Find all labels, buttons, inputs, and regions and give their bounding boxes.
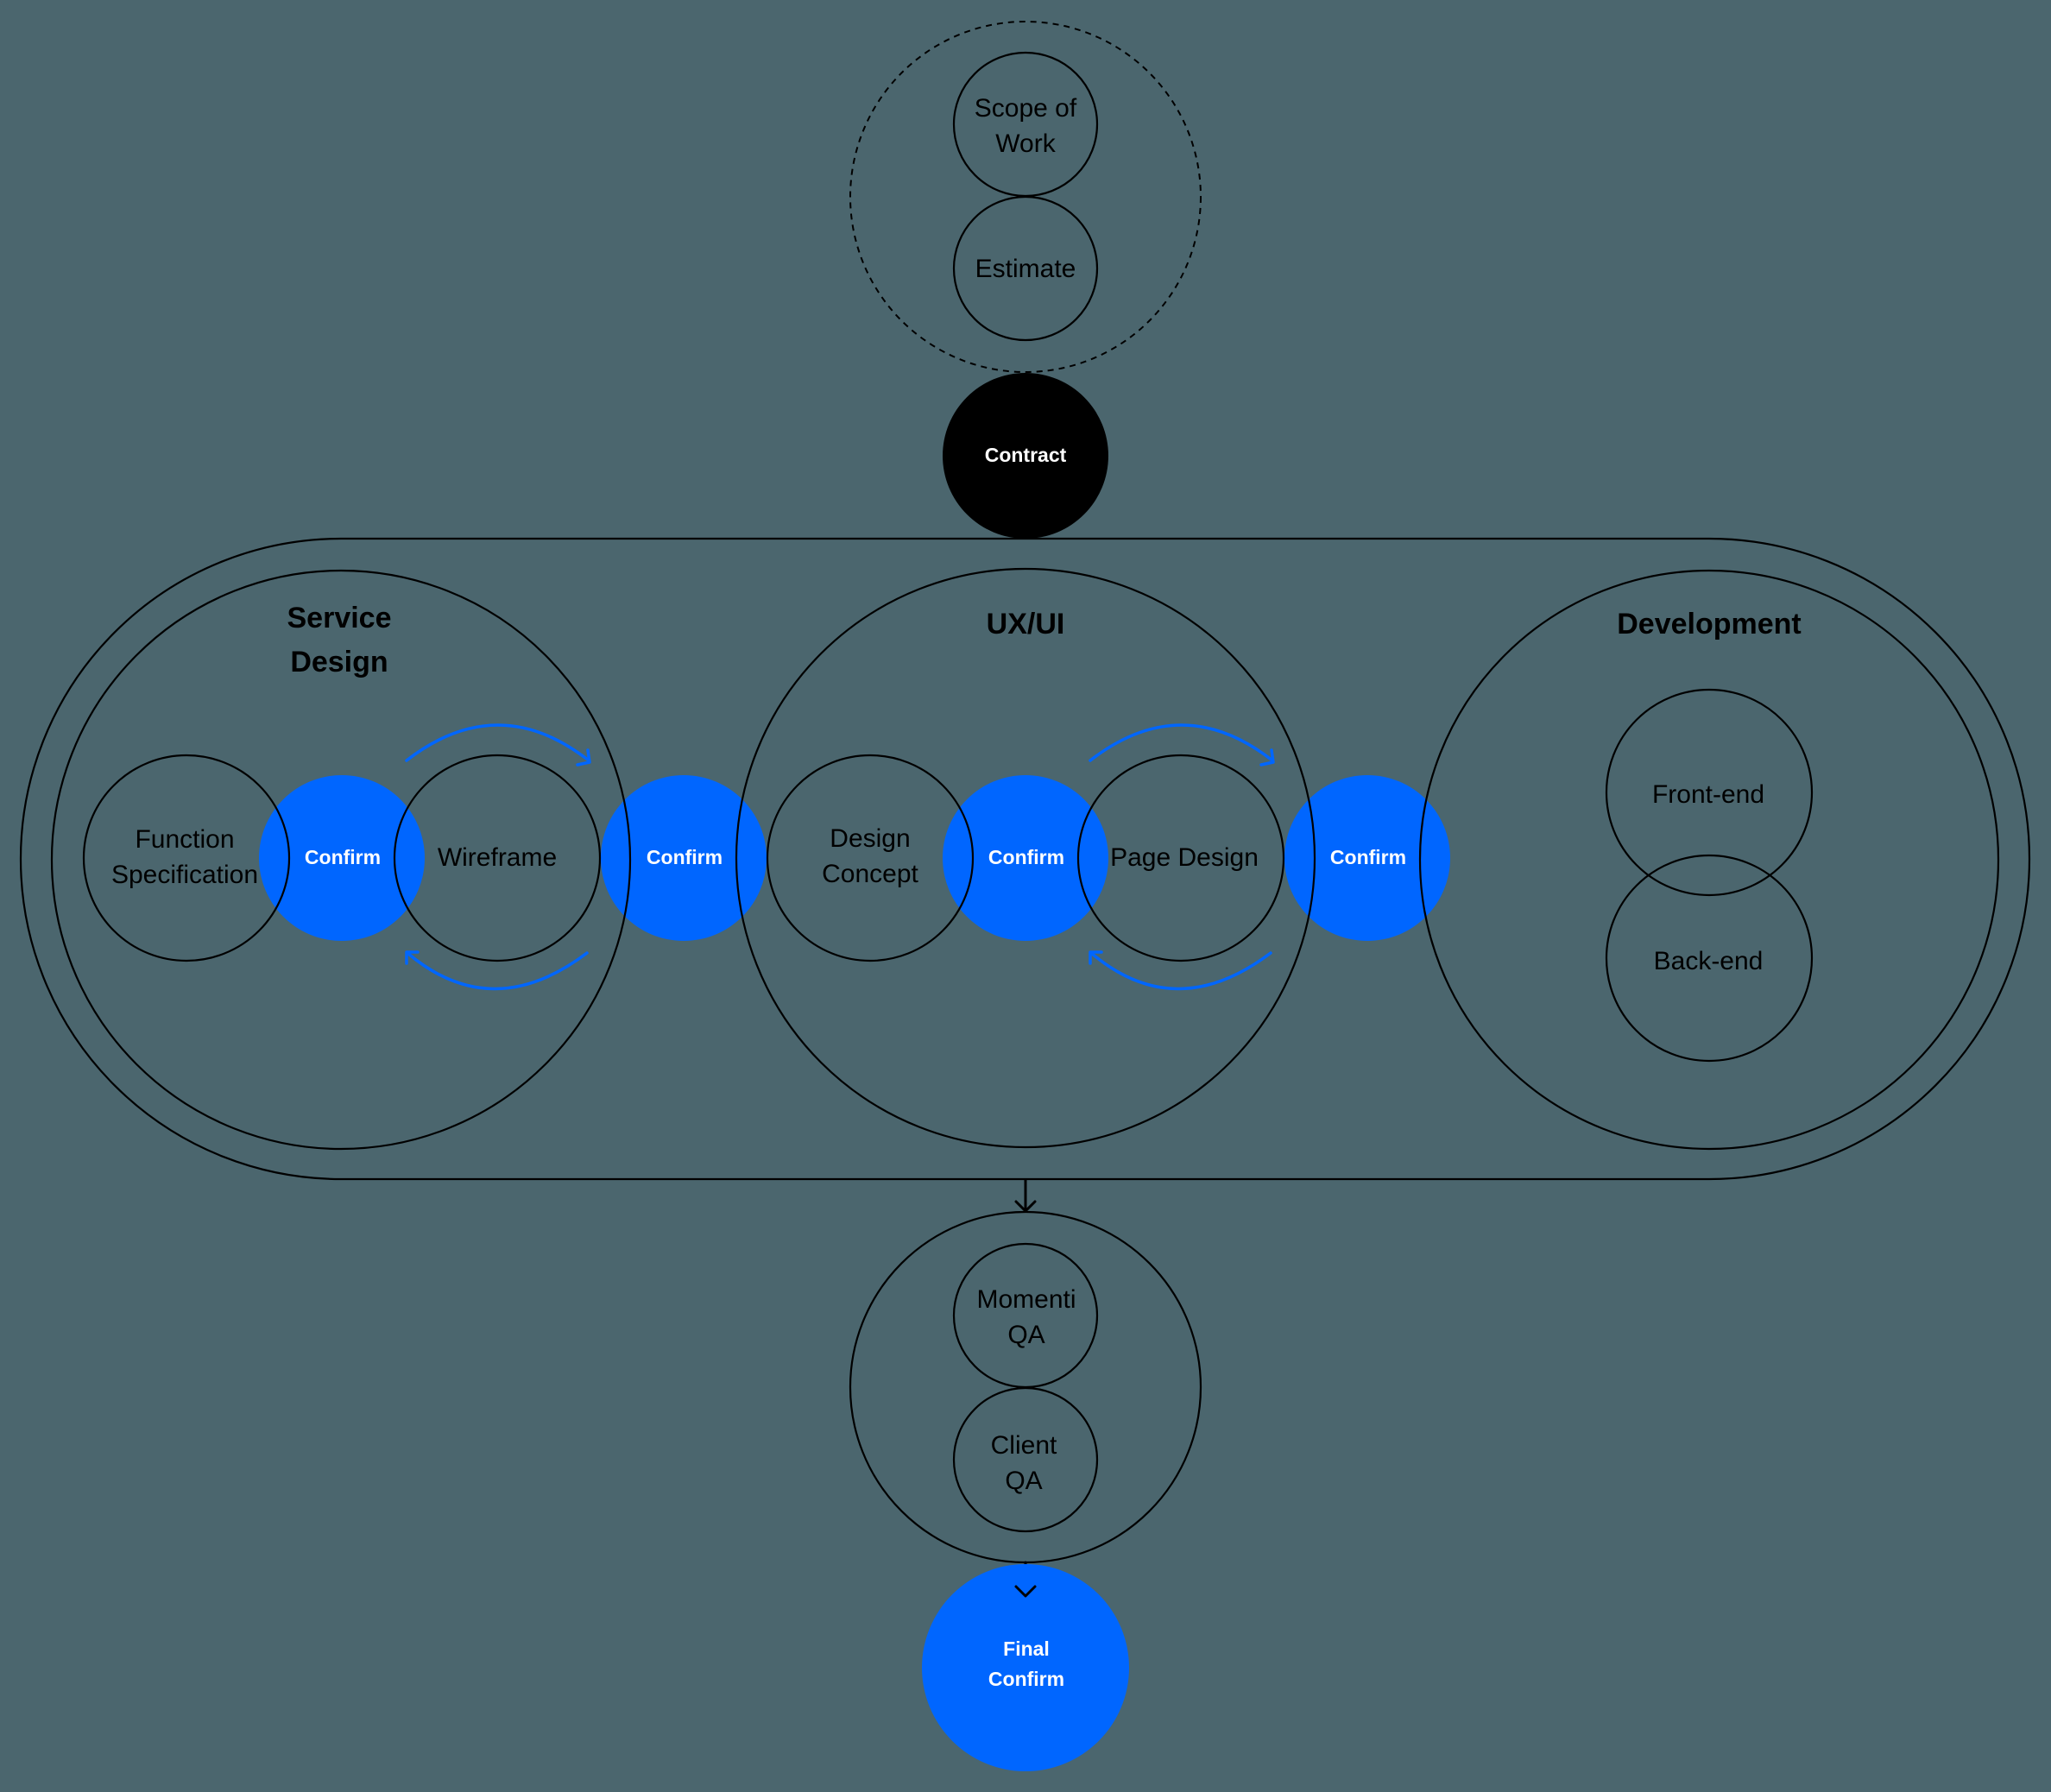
estimate-node: Estimate — [952, 195, 1099, 342]
loop-arrowhead-back-icon — [405, 950, 420, 965]
phase-development: Development Front-end Back-end — [1418, 569, 2000, 1151]
scope-of-work-label-line2: Work — [995, 129, 1056, 158]
loop-arrow-forward — [1089, 723, 1274, 762]
final-confirm-label-line1: Final — [1003, 1637, 1050, 1660]
page-design-node: Page Design — [1076, 754, 1285, 962]
wireframe-circle — [393, 754, 602, 962]
page-design-iteration-loop — [1089, 723, 1275, 991]
back-end-label: Back-end — [1654, 947, 1764, 975]
wireframe-iteration-loop — [405, 723, 591, 991]
design-concept-circle — [766, 754, 975, 962]
client-qa-label-line2: QA — [1005, 1467, 1042, 1495]
ux-ui-title: UX/UI — [987, 608, 1065, 640]
confirm-fill-service-design — [259, 775, 425, 941]
arrow-down-icon — [1014, 1585, 1037, 1598]
final-confirm-circle — [922, 1564, 1129, 1771]
wireframe-node: Wireframe — [393, 754, 602, 962]
client-qa-node: Client QA — [952, 1386, 1099, 1533]
ux-ui-boundary — [735, 567, 1316, 1149]
ux-ui-confirm-label: Confirm — [988, 846, 1064, 868]
contract-circle — [943, 373, 1108, 539]
confirm-fills — [259, 775, 1450, 941]
estimate-label: Estimate — [975, 255, 1076, 283]
back-end-node: Back-end — [1605, 854, 1814, 1063]
gate-2-confirm-label: Confirm — [1330, 846, 1406, 868]
final-confirm-label-line2: Confirm — [988, 1668, 1064, 1690]
contract-label: Contract — [985, 444, 1067, 466]
loop-arrowhead-back-icon — [1089, 950, 1103, 965]
front-end-node: Front-end — [1605, 688, 1814, 897]
loop-arrowhead-forward-icon — [576, 748, 591, 767]
service-design-title-line1: Service — [287, 602, 392, 634]
phase-service-design: Service Design Function Specification Co… — [50, 569, 632, 1151]
function-specification-node: Function Specification — [82, 754, 291, 962]
phase-ux-ui: UX/UI Design Concept Confirm Page Design — [735, 567, 1316, 1149]
function-specification-label-line1: Function — [135, 825, 234, 854]
development-boundary — [1418, 569, 2000, 1151]
page-design-circle — [1076, 754, 1285, 962]
estimate-circle — [952, 195, 1099, 342]
loop-arrow-back — [1089, 951, 1272, 991]
wireframe-label: Wireframe — [438, 843, 557, 872]
design-concept-node: Design Concept — [766, 754, 975, 962]
scope-of-work-label-line1: Scope of — [975, 94, 1077, 123]
service-design-confirm-label: Confirm — [305, 846, 381, 868]
confirm-fill-gate-1 — [601, 775, 767, 941]
function-specification-label-line2: Specification — [111, 861, 258, 889]
contract-node: Contract — [943, 373, 1108, 539]
page-design-label: Page Design — [1110, 843, 1259, 872]
front-end-label: Front-end — [1652, 780, 1764, 809]
pre-contract-dashed-boundary — [849, 21, 1202, 373]
confirm-fill-ux-ui — [943, 775, 1108, 941]
design-concept-label-line2: Concept — [822, 860, 918, 888]
gate-1-confirm-label: Confirm — [647, 846, 723, 868]
momenti-qa-label-line1: Momenti — [976, 1285, 1076, 1314]
client-qa-label-line1: Client — [991, 1431, 1057, 1460]
service-design-boundary — [50, 569, 632, 1151]
pre-contract-group: Scope of Work Estimate — [849, 21, 1202, 373]
client-qa-circle — [952, 1386, 1099, 1533]
final-confirm-node: Final Confirm — [922, 1564, 1129, 1771]
front-end-circle — [1605, 688, 1814, 897]
momenti-qa-label-line2: QA — [1007, 1321, 1044, 1349]
loop-arrow-back — [406, 951, 589, 991]
back-end-circle — [1605, 854, 1814, 1063]
confirm-fill-gate-2 — [1284, 775, 1450, 941]
development-title: Development — [1617, 608, 1802, 640]
loop-arrowhead-forward-icon — [1259, 748, 1275, 767]
loop-arrow-forward — [405, 723, 590, 762]
design-concept-label-line1: Design — [830, 824, 910, 853]
function-specification-circle — [82, 754, 291, 962]
service-design-title-line2: Design — [290, 646, 388, 678]
